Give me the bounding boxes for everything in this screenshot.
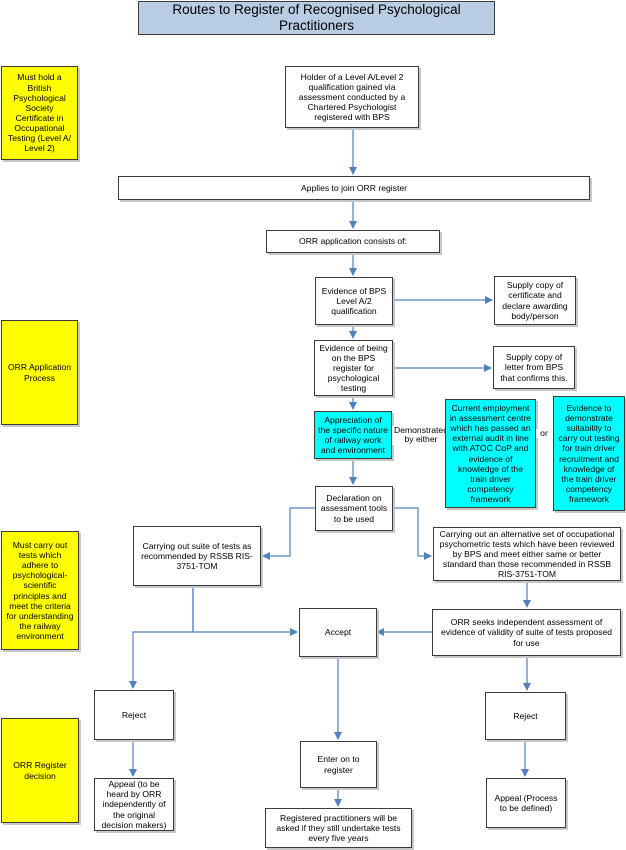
- node-accept: Accept: [299, 608, 377, 657]
- node-holder: Holder of a Level A/Level 2 qualificatio…: [285, 66, 419, 128]
- note-application-process: ORR Application Process: [1, 320, 78, 425]
- node-declaration: Declaration on assessment tools to be us…: [315, 486, 393, 531]
- node-evidence-bps: Evidence of BPS Level A/2 qualification: [315, 277, 393, 325]
- node-orr-seeks: ORR seeks independent assessment of evid…: [432, 609, 621, 656]
- node-appeal-right: Appeal (Process to be defined): [486, 778, 566, 828]
- node-reject-left: Reject: [94, 690, 174, 740]
- node-appeal-left: Appeal (to be heard by ORR independently…: [94, 778, 174, 831]
- node-supply-letter: Supply copy of letter from BPS that conf…: [493, 346, 575, 389]
- node-rssb-tests: Carrying out suite of tests as recommend…: [133, 526, 261, 586]
- diagram-title: Routes to Register of Recognised Psychol…: [138, 1, 495, 35]
- arrow-rssb-to-accept: [192, 586, 298, 636]
- node-reject-right: Reject: [485, 692, 566, 740]
- arrow-rssb-to-reject-left: [129, 586, 194, 689]
- note-tests: Must carry out tests which adhere to psy…: [1, 531, 79, 650]
- arrow-declaration-to-alt: [393, 507, 432, 560]
- arrow-declaration-to-rssb: [262, 507, 315, 560]
- node-enter-register: Enter on to register: [300, 741, 377, 788]
- node-evidence-register: Evidence of being on the BPS register fo…: [314, 340, 393, 396]
- node-evidence-suitability: Evidence to demonstrate suitability to c…: [553, 396, 625, 511]
- node-consists: ORR application consists of:: [266, 230, 440, 253]
- note-decision: ORR Register decision: [1, 718, 79, 823]
- node-registered: Registered practitioners will be asked i…: [265, 808, 412, 848]
- node-supply-cert: Supply copy of certificate and declare a…: [494, 276, 576, 325]
- node-alt-tests: Carrying out an alternative set of occup…: [433, 527, 621, 581]
- label-demonstrated: Demonstrated by either: [392, 425, 450, 445]
- note-certificate: Must hold a British Psychological Societ…: [1, 66, 78, 160]
- node-current-employment: Current employment in assessment centre …: [445, 399, 536, 508]
- label-or: or: [536, 428, 552, 439]
- node-appreciation: Appreciation of the specific nature of r…: [314, 411, 392, 459]
- node-applies: Applies to join ORR register: [118, 176, 590, 200]
